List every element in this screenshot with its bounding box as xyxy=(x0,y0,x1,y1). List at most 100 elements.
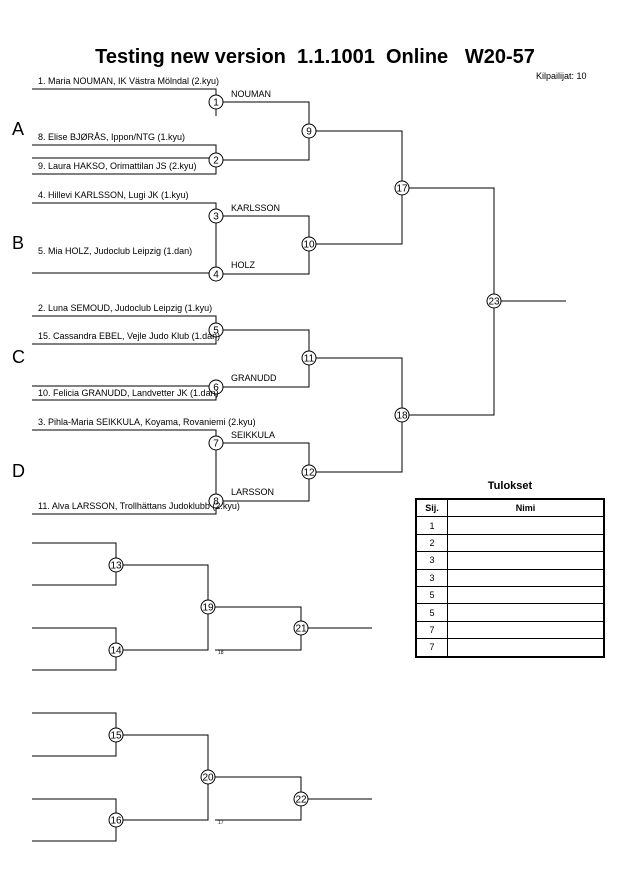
match-circle: 3 xyxy=(208,208,224,224)
repechage-ref-17: 17 xyxy=(218,820,224,826)
match-number: 17 xyxy=(396,184,408,195)
match-circle: 13 xyxy=(108,557,124,573)
match-number: 8 xyxy=(213,497,219,508)
match-circle: 19 xyxy=(200,599,216,615)
competitor-entry: 5. Mia HOLZ, Judoclub Leipzig (1.dan) xyxy=(38,246,193,256)
winner-name: LARSSON xyxy=(231,487,275,497)
results-place: 5 xyxy=(415,603,448,622)
match-circle: 5 xyxy=(208,322,224,338)
results-name-cell xyxy=(447,585,605,605)
match-number: 13 xyxy=(110,561,122,572)
match-number: 22 xyxy=(295,795,307,806)
match-number: 11 xyxy=(304,354,315,365)
match-circle: 8 xyxy=(208,493,224,509)
match-number: 3 xyxy=(213,212,219,223)
winner-name: HOLZ xyxy=(231,260,256,270)
competitor-entry: 1. Maria NOUMAN, IK Västra Mölndal (2.ky… xyxy=(38,76,220,86)
match-number: 19 xyxy=(202,603,214,614)
results-name-cell xyxy=(447,603,605,622)
results-row: 7 xyxy=(415,638,605,658)
winner-name: KARLSSON xyxy=(231,203,281,213)
results-col-place: Sij. xyxy=(415,498,448,518)
results-name-cell xyxy=(447,568,605,587)
match-number: 21 xyxy=(295,624,307,635)
results-place: 1 xyxy=(415,516,448,535)
winner-name: NOUMAN xyxy=(231,89,271,99)
results-row: 3 xyxy=(415,568,605,587)
match-circle: 14 xyxy=(108,642,124,658)
competitor-entry: 2. Luna SEMOUD, Judoclub Leipzig (1.kyu) xyxy=(38,303,213,313)
pool-label-d: D xyxy=(12,461,25,481)
results-header-row: Sij. Nimi xyxy=(415,498,605,518)
results-row: 2 xyxy=(415,533,605,553)
results-col-name: Nimi xyxy=(447,498,605,518)
results-row: 1 xyxy=(415,516,605,535)
match-circle: 2 xyxy=(208,152,224,168)
match-circle: 11 xyxy=(301,350,317,366)
pool-label-a: A xyxy=(12,119,25,139)
results-place: 2 xyxy=(415,533,448,553)
results-row: 5 xyxy=(415,603,605,622)
match-circle: 6 xyxy=(208,379,224,395)
match-circle: 12 xyxy=(301,464,317,480)
match-number: 5 xyxy=(213,326,219,337)
repechage-ref-18: 18 xyxy=(218,650,224,656)
match-number: 7 xyxy=(213,439,219,450)
competitor-entry: 10. Felicia GRANUDD, Landvetter JK (1.da… xyxy=(38,388,219,398)
competitor-entry: 9. Laura HAKSO, Orimattilan JS (2.kyu) xyxy=(38,161,197,171)
match-number: 20 xyxy=(202,773,214,784)
competitor-entry: 11. Alva LARSSON, Trollhättans Judoklubb… xyxy=(38,501,240,511)
match-number: 18 xyxy=(396,411,408,422)
results-name-cell xyxy=(447,533,605,553)
results-table: Sij. Nimi 1 2 3 3 5 5 7 7 xyxy=(415,498,605,658)
match-number: 15 xyxy=(110,731,122,742)
results-name-cell xyxy=(447,551,605,570)
match-circle: 4 xyxy=(208,266,224,282)
match-number: 1 xyxy=(213,98,219,109)
match-number: 12 xyxy=(303,468,315,479)
match-circle: 10 xyxy=(301,236,317,252)
match-number: 2 xyxy=(213,156,219,167)
results-name-cell xyxy=(447,516,605,535)
results-name-cell xyxy=(447,638,605,658)
results-row: 7 xyxy=(415,620,605,640)
match-number: 10 xyxy=(303,240,315,251)
match-circle: 15 xyxy=(108,727,124,743)
competitor-entry: 15. Cassandra EBEL, Vejle Judo Klub (1.d… xyxy=(38,331,221,341)
match-circle: 17 xyxy=(394,180,410,196)
results-name-cell xyxy=(447,620,605,640)
competitor-entry: 4. Hillevi KARLSSON, Lugi JK (1.kyu) xyxy=(38,190,189,200)
winner-name: SEIKKULA xyxy=(231,430,276,440)
winner-name: GRANUDD xyxy=(231,373,277,383)
results-place: 7 xyxy=(415,620,448,640)
results-title: Tulokset xyxy=(487,480,533,492)
results-row: 3 xyxy=(415,551,605,570)
match-circle: 23 xyxy=(486,293,502,309)
match-circle: 18 xyxy=(394,407,410,423)
competitor-entry: 3. Pihla-Maria SEIKKULA, Koyama, Rovanie… xyxy=(38,417,256,427)
results-place: 3 xyxy=(415,551,448,570)
match-circle: 21 xyxy=(293,620,309,636)
results-place: 3 xyxy=(415,568,448,587)
match-number: 6 xyxy=(213,383,219,394)
match-circle: 1 xyxy=(208,94,224,110)
match-circle: 16 xyxy=(108,812,124,828)
match-number: 23 xyxy=(488,297,500,308)
match-number: 4 xyxy=(213,270,219,281)
match-circle: 22 xyxy=(293,791,309,807)
competitor-count: Kilpailijat: 10 xyxy=(536,71,587,81)
match-number: 14 xyxy=(110,646,122,657)
competitor-entry: 8. Elise BJØRÅS, Ippon/NTG (1.kyu) xyxy=(38,132,186,142)
results-place: 5 xyxy=(415,585,448,605)
match-number: 9 xyxy=(306,127,312,138)
match-circle: 7 xyxy=(208,435,224,451)
page-title: Testing new version 1.1.1001 Online W20-… xyxy=(95,46,535,68)
results-place: 7 xyxy=(415,638,448,658)
match-circle: 20 xyxy=(200,769,216,785)
match-circle: 9 xyxy=(301,123,317,139)
match-number: 16 xyxy=(110,816,122,827)
pool-label-b: B xyxy=(12,233,25,253)
pool-label-c: C xyxy=(12,347,25,367)
results-row: 5 xyxy=(415,585,605,605)
